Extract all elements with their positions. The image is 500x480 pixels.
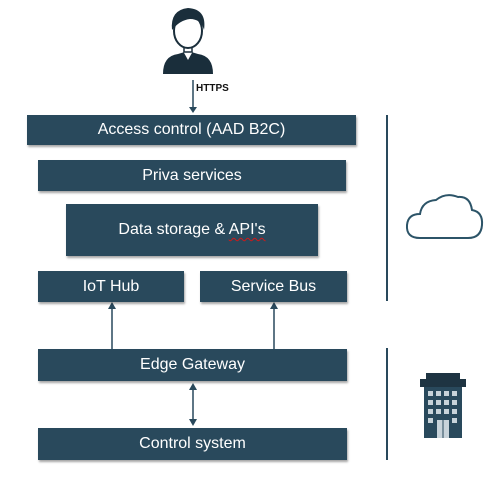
edge-gateway-block: Edge Gateway [38, 349, 347, 381]
https-arrow [189, 80, 197, 113]
data-storage-label: Data storage & API's [118, 221, 265, 239]
priva-services-label: Priva services [142, 166, 242, 184]
user-avatar-icon [163, 8, 213, 74]
gateway-control-arrow [189, 383, 197, 426]
data-storage-prefix: Data storage & [118, 221, 229, 238]
cloud-icon [405, 194, 484, 239]
service-bus-block: Service Bus [200, 271, 347, 302]
iot-hub-block: IoT Hub [38, 271, 184, 302]
control-system-label: Control system [139, 435, 246, 452]
control-system-block: Control system [38, 428, 347, 460]
access-control-label: Access control (AAD B2C) [97, 121, 286, 138]
data-storage-api: API's [228, 221, 266, 238]
service-bus-arrow [270, 302, 278, 349]
access-control-block: Access control (AAD B2C) [27, 115, 356, 145]
https-label: HTTPS [196, 83, 229, 94]
data-storage-block: Data storage & API's [66, 204, 318, 256]
priva-services-block: Priva services [38, 160, 346, 191]
service-bus-label: Service Bus [230, 277, 317, 295]
building-icon [420, 373, 466, 438]
iot-hub-label: IoT Hub [82, 277, 140, 295]
iot-hub-arrow [108, 302, 116, 349]
edge-gateway-label: Edge Gateway [140, 356, 245, 373]
